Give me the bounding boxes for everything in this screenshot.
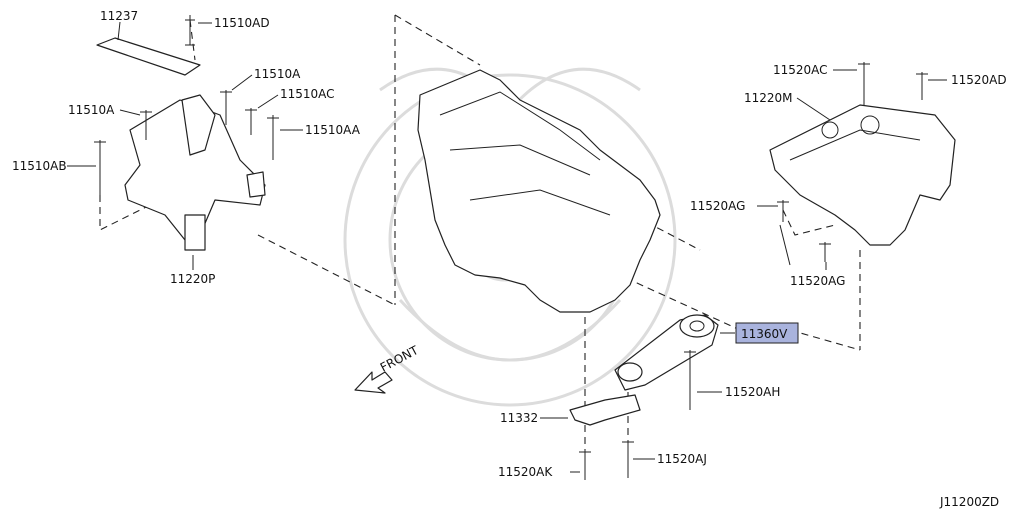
torque-rod-11360v: [614, 314, 719, 410]
engine-mount-right-assembly: [769, 104, 956, 266]
engine-mount-left-assembly: [96, 37, 266, 251]
diagram-code: J11200ZD: [939, 495, 999, 509]
bolts-left-group: [94, 15, 279, 200]
part-label-11520ag-upper[interactable]: 11520AG: [690, 199, 745, 213]
part-label-11520ac[interactable]: 11520AC: [773, 63, 828, 77]
part-label-11510aa[interactable]: 11510AA: [305, 123, 361, 137]
bracket-11332: [569, 394, 641, 480]
part-label-11220p[interactable]: 11220P: [170, 272, 215, 286]
part-label-11220m[interactable]: 11220M: [744, 91, 793, 105]
part-labels: 11237 11510AD 11510A 11510AC 11510A 1151…: [12, 9, 1007, 479]
part-label-11510a-left[interactable]: 11510A: [68, 103, 115, 117]
leader-lines: [67, 21, 947, 473]
part-label-11520ak[interactable]: 11520AK: [498, 465, 553, 479]
part-label-11520ag-lower[interactable]: 11520AG: [790, 274, 845, 288]
engine-outline: [417, 69, 661, 313]
part-label-11510ab[interactable]: 11510AB: [12, 159, 67, 173]
part-label-11520aj[interactable]: 11520AJ: [657, 452, 707, 466]
bolts-right-group: [777, 62, 928, 262]
part-label-11360v[interactable]: 11360V: [741, 327, 788, 341]
part-label-11237[interactable]: 11237: [100, 9, 138, 23]
part-label-11332[interactable]: 11332: [500, 411, 538, 425]
part-label-11510a-top[interactable]: 11510A: [254, 67, 301, 81]
part-label-11510ac[interactable]: 11510AC: [280, 87, 335, 101]
part-label-11520ad[interactable]: 11520AD: [951, 73, 1007, 87]
highlight-box-11360v: [735, 322, 799, 344]
part-label-11510ad[interactable]: 11510AD: [214, 16, 270, 30]
part-label-11520ah[interactable]: 11520AH: [725, 385, 780, 399]
